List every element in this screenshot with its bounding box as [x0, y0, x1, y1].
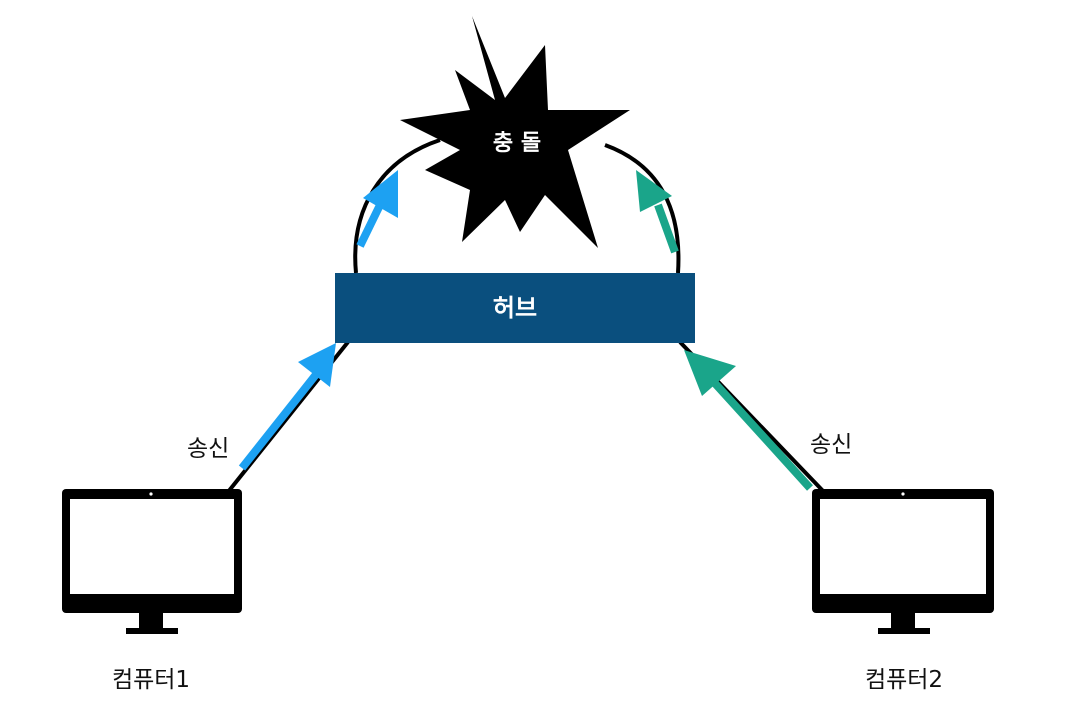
computer2-lower-arrowhead-icon: [684, 350, 736, 396]
computer2: 컴퓨터2: [812, 489, 994, 693]
computer2-upper-arrow: [654, 203, 679, 254]
computer1: 컴퓨터1: [62, 489, 242, 693]
hub: 허브: [335, 273, 695, 343]
monitor-icon: [812, 489, 994, 634]
computer1-label: 컴퓨터1: [112, 667, 190, 693]
computer1-send-label: 송신: [187, 436, 229, 462]
hub-label: 허브: [493, 294, 537, 322]
computer2-send-arrows: [636, 170, 813, 491]
collision-label: 충 돌: [493, 131, 541, 156]
computer1-send-arrows: [238, 170, 398, 471]
computer2-send-label: 송신: [810, 432, 852, 458]
computer2-upper-arrowhead-icon: [636, 170, 672, 212]
computer1-upper-arrow: [356, 203, 384, 248]
computer1-lower-arrow: [238, 369, 322, 471]
monitor-icon: [62, 489, 242, 634]
collision-burst: 충 돌: [400, 16, 630, 248]
collision-star-icon: [400, 16, 630, 248]
hub-box: [335, 273, 695, 343]
computer1-lower-arrowhead-icon: [298, 343, 336, 387]
computer2-label: 컴퓨터2: [865, 667, 943, 693]
computer1-upper-arrowhead-icon: [363, 170, 398, 218]
computer2-lower-arrow: [709, 377, 813, 491]
